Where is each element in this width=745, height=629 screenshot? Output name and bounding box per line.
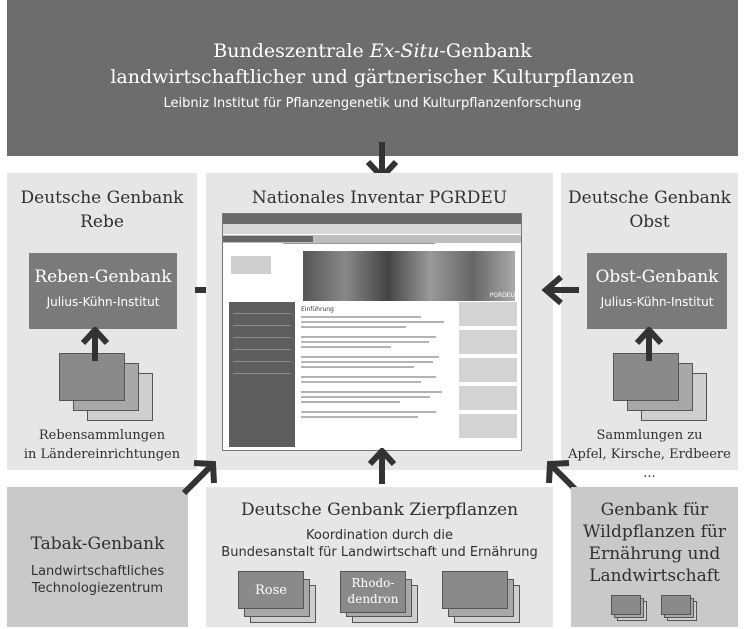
obst-genbank-box: Obst-Genbank Julius-Kühn-Institut bbox=[587, 253, 727, 329]
center-title: Nationales Inventar PGRDEU bbox=[251, 188, 508, 208]
site-logo bbox=[231, 256, 271, 274]
rose-card: Rose bbox=[238, 571, 304, 609]
site-banner bbox=[303, 251, 515, 301]
browser-tab bbox=[223, 236, 313, 242]
right-caption-line2: Apfel, Kirsche, Erdbeere ... bbox=[568, 447, 731, 481]
right-title-line1: Deutsche Genbank bbox=[568, 188, 731, 208]
wild-line4: Landwirtschaft bbox=[589, 566, 720, 586]
wild-card2-front bbox=[661, 595, 691, 615]
rose-label: Rose bbox=[255, 583, 287, 598]
right-panel: Deutsche Genbank Obst Obst-Genbank Juliu… bbox=[561, 173, 738, 481]
left-title-line1: Deutsche Genbank bbox=[20, 188, 184, 208]
arrow-diagonal-left-icon bbox=[181, 460, 217, 496]
reben-genbank-title: Reben-Genbank bbox=[34, 267, 172, 287]
bottom-right-panel: Genbank für Wildpflanzen für Ernährung u… bbox=[571, 487, 738, 627]
zierpflanzen-sub-line1: Koordination durch die bbox=[306, 528, 453, 543]
wild-card1-front bbox=[611, 595, 641, 615]
wild-line2: Wildpflanzen für bbox=[583, 522, 726, 542]
tabak-sub-line1: Landwirtschaftliches bbox=[30, 564, 165, 579]
site-pgrdeu-logo: PGRDEU bbox=[489, 292, 515, 299]
browser-tabbar bbox=[223, 235, 521, 243]
reben-genbank-sub: Julius-Kühn-Institut bbox=[46, 295, 160, 309]
rhodo-card: Rhodo- dendron bbox=[340, 571, 406, 613]
obst-genbank-sub: Julius-Kühn-Institut bbox=[600, 295, 714, 309]
tabak-sub-line2: Technologiezentrum bbox=[31, 581, 164, 596]
site-heading: Einführung bbox=[301, 306, 334, 313]
browser-toolbar bbox=[223, 224, 521, 244]
arrow-up-bottom-icon bbox=[367, 448, 397, 484]
left-title-line2: Rebe bbox=[80, 212, 124, 232]
left-caption-line2: in Ländereinrichtungen bbox=[23, 447, 181, 462]
bottom-center-panel: Deutsche Genbank Zierpflanzen Koordinati… bbox=[206, 487, 553, 627]
wild-line3: Ernährung und bbox=[588, 544, 721, 564]
arrow-up-right-icon bbox=[634, 327, 664, 361]
card3-front bbox=[442, 571, 508, 609]
browser-titlebar bbox=[223, 214, 521, 224]
right-title-line2: Obst bbox=[629, 212, 670, 232]
website-screenshot: PGRDEU Einführung bbox=[222, 213, 522, 451]
top-title-line1: Bundeszentrale Ex-Situ-Genbank bbox=[213, 40, 532, 62]
zierpflanzen-title: Deutsche Genbank Zierpflanzen bbox=[240, 500, 519, 520]
bottom-left-panel: Tabak-Genbank Landwirtschaftliches Techn… bbox=[7, 487, 188, 627]
site-content: Einführung bbox=[301, 306, 451, 446]
right-caption-line1: Sammlungen zu bbox=[596, 428, 703, 443]
zierpflanzen-sub-line2: Bundesanstalt für Landwirtschaft und Ern… bbox=[221, 545, 538, 560]
site-right-column bbox=[459, 302, 517, 447]
arrow-up-left-icon bbox=[80, 327, 110, 361]
top-banner: Bundeszentrale Ex-Situ-Genbank landwirts… bbox=[7, 0, 738, 156]
left-panel: Deutsche Genbank Rebe Reben-Genbank Juli… bbox=[7, 173, 197, 470]
wild-line1: Genbank für bbox=[600, 500, 709, 520]
tabak-title: Tabak-Genbank bbox=[30, 534, 165, 554]
site-sidebar bbox=[229, 302, 295, 447]
arrow-left-right-icon bbox=[541, 274, 579, 306]
reben-genbank-box: Reben-Genbank Julius-Kühn-Institut bbox=[29, 253, 177, 329]
top-title-line2: landwirtschaftlicher und gärtnerischer K… bbox=[110, 66, 635, 88]
top-subtitle: Leibniz Institut für Pflanzengenetik und… bbox=[163, 96, 582, 111]
rhodo-label-line2: dendron bbox=[347, 592, 399, 606]
obst-genbank-title: Obst-Genbank bbox=[595, 267, 719, 287]
rhodo-label-line1: Rhodo- bbox=[351, 576, 395, 590]
left-caption-line1: Rebensammlungen bbox=[38, 428, 166, 443]
